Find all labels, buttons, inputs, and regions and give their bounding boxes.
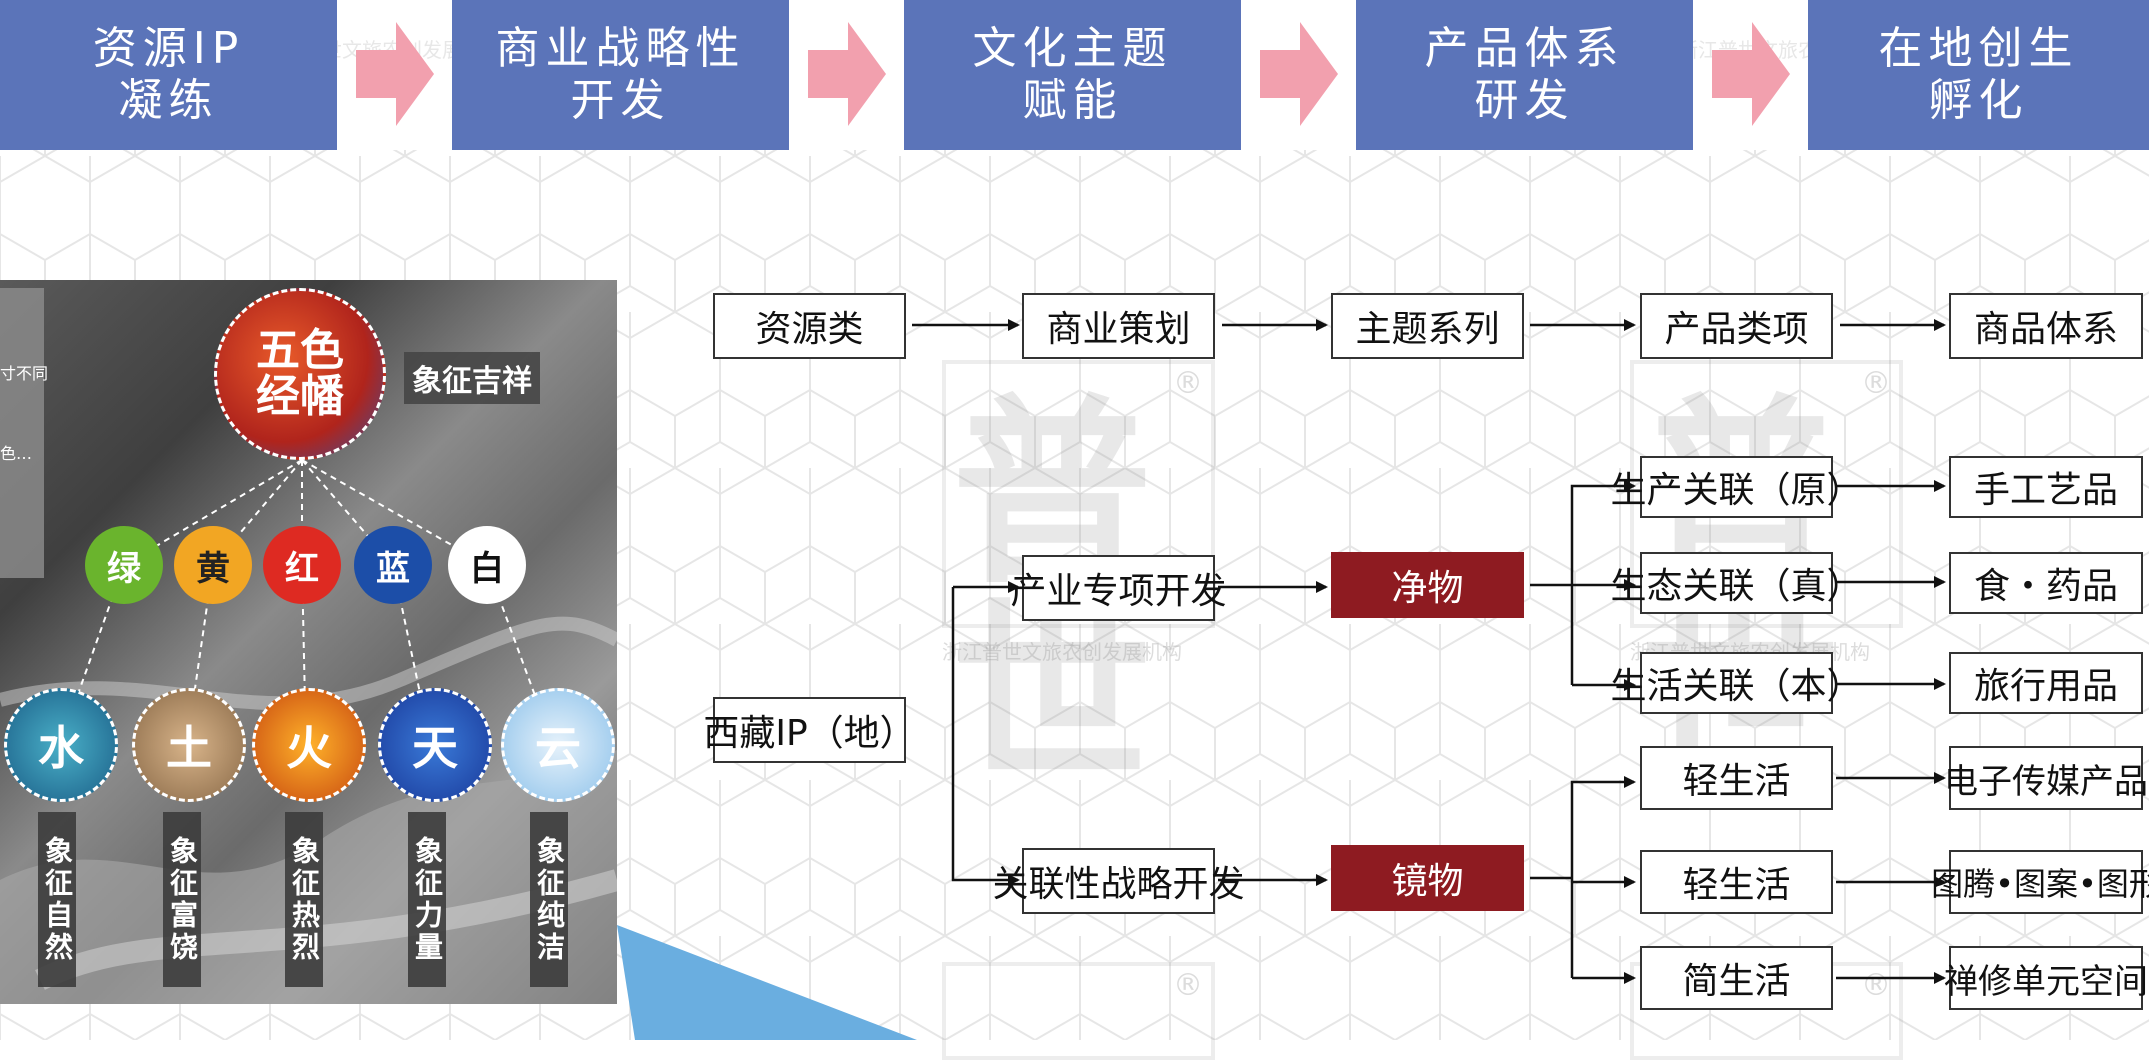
registered-icon: ® [1861,366,1891,401]
step-subtitle: 赋能 [1022,75,1123,126]
process-step-5: 在地创生 孵化 [1808,0,2149,150]
element-meaning-label: 象征自然 [38,812,76,987]
process-step-1: 资源IP 凝练 [0,0,337,150]
white-color-circle: 白 [448,526,526,604]
element-meaning-label: 象征热烈 [285,812,323,987]
sky-element-circle: 天 [378,688,492,802]
prayer-flag-illustration: 寸不同 色… 五色经幡 象征吉祥 绿 黄 红 蓝 白 水 土 火 天 云 象征自… [0,280,617,1004]
step-arrow-icon [356,22,434,126]
goods-node: 禅修单元空间 [1944,946,2148,1010]
category-node: 生活关联（本） [1611,652,1863,714]
category-node: 生态关联（真） [1611,552,1863,614]
goods-node: 手工艺品 [1949,456,2143,518]
green-color-circle: 绿 [85,526,163,604]
header-node-theme-series: 主题系列 [1331,293,1524,359]
side-info-panel [0,288,44,578]
process-step-2: 商业战略性 开发 [452,0,789,150]
step-subtitle: 开发 [570,75,671,126]
registered-icon: ® [1173,366,1203,401]
goods-node: 电子传媒产品 [1944,746,2148,810]
theme-node-mirror: 镜物 [1331,845,1524,911]
step-title: 在地创生 [1878,23,2079,74]
registered-icon: ® [1861,968,1891,1003]
blue-decorative-triangle [617,925,917,1040]
step-title: 资源IP [92,23,245,74]
element-meaning-label: 象征力量 [408,812,446,987]
step-title: 产品体系 [1424,23,1625,74]
water-element-circle: 水 [4,688,118,802]
source-node-tibet-ip: 西藏IP（地） [703,697,916,763]
yellow-color-circle: 黄 [174,526,252,604]
step-arrow-icon [1260,22,1338,126]
side-text: 寸不同 [0,364,49,383]
category-node: 轻生活 [1640,850,1833,914]
header-node-goods-system: 商品体系 [1949,293,2143,359]
step-subtitle: 研发 [1474,75,1575,126]
theme-node-pure: 净物 [1331,552,1524,618]
watermark-logo: ® [942,962,1215,1060]
step-subtitle: 孵化 [1928,75,2029,126]
dev-node-strategic: 关联性战略开发 [993,848,1245,914]
header-node-resources: 资源类 [713,293,906,359]
step-title: 文化主题 [972,23,1173,74]
goods-node: 旅行用品 [1949,652,2143,714]
process-step-3: 文化主题 赋能 [904,0,1241,150]
step-subtitle: 凝练 [118,75,219,126]
process-step-4: 产品体系 研发 [1356,0,1693,150]
red-color-circle: 红 [263,526,341,604]
watermark-text: 浙江普世文旅农创发展机构 [942,640,1182,664]
earth-element-circle: 土 [132,688,246,802]
header-node-business-planning: 商业策划 [1022,293,1215,359]
dev-node-industry: 产业专项开发 [1011,555,1227,621]
header-node-product-category: 产品类项 [1640,293,1833,359]
cloud-element-circle: 云 [501,688,615,802]
five-color-prayer-flag-circle: 五色经幡 [214,288,386,460]
registered-icon: ® [1173,968,1203,1003]
element-meaning-label: 象征纯洁 [530,812,568,987]
fire-element-circle: 火 [252,688,366,802]
step-title: 商业战略性 [495,23,746,74]
side-text: 色… [0,444,33,463]
top-circle-label: 象征吉祥 [404,352,540,404]
category-node: 生产关联（原） [1611,456,1863,518]
goods-node: 食・药品 [1949,552,2143,614]
category-node: 轻生活 [1640,746,1833,810]
step-arrow-icon [808,22,886,126]
category-node: 简生活 [1640,946,1833,1010]
blue-color-circle: 蓝 [354,526,432,604]
element-meaning-label: 象征富饶 [163,812,201,987]
goods-node: 图腾•图案•图形 [1931,850,2149,914]
step-arrow-icon [1712,22,1790,126]
